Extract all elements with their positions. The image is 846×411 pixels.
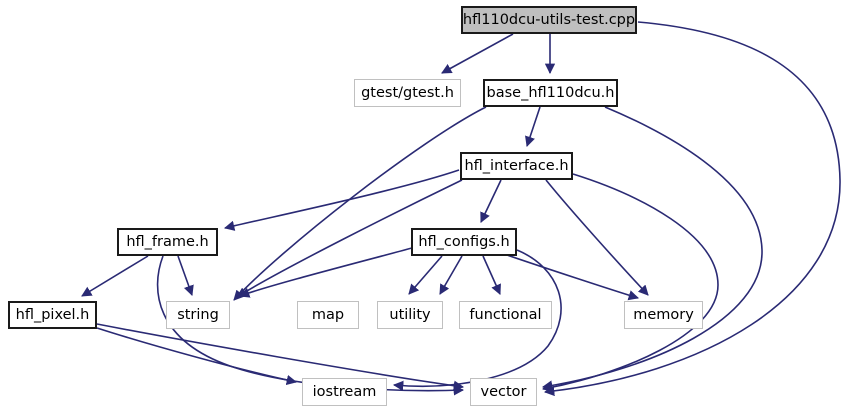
edge-root-vector bbox=[543, 21, 841, 397]
edge-configs-map bbox=[408, 255, 443, 295]
node-hfl110dcu-utils-test-cpp[interactable]: hfl110dcu-utils-test.cpp bbox=[461, 6, 637, 34]
node-gtest-gtest-h[interactable]: gtest/gtest.h bbox=[354, 79, 461, 107]
node-label: hfl110dcu-utils-test.cpp bbox=[462, 12, 636, 28]
node-string[interactable]: string bbox=[166, 301, 230, 329]
node-memory[interactable]: memory bbox=[624, 301, 703, 329]
node-label: hfl_configs.h bbox=[418, 234, 510, 250]
node-label: hfl_frame.h bbox=[126, 234, 209, 250]
node-label: memory bbox=[633, 307, 694, 323]
edge-root-gtest bbox=[441, 33, 514, 74]
node-hfl-configs-h[interactable]: hfl_configs.h bbox=[411, 228, 517, 256]
node-hfl-pixel-h[interactable]: hfl_pixel.h bbox=[8, 301, 97, 329]
node-label: vector bbox=[480, 384, 527, 400]
node-hfl-frame-h[interactable]: hfl_frame.h bbox=[117, 228, 218, 256]
edge-configs-utility bbox=[439, 255, 463, 295]
node-utility[interactable]: utility bbox=[377, 301, 443, 329]
edge-interface-vector bbox=[541, 173, 719, 393]
node-map[interactable]: map bbox=[297, 301, 359, 329]
node-hfl-interface-h[interactable]: hfl_interface.h bbox=[460, 152, 573, 180]
node-label: string bbox=[177, 307, 219, 323]
node-functional[interactable]: functional bbox=[459, 301, 552, 329]
node-base-hfl110dcu-h[interactable]: base_hfl110dcu.h bbox=[483, 79, 618, 107]
node-label: functional bbox=[469, 307, 542, 323]
edge-base-interface bbox=[525, 106, 541, 147]
edge-pixel-vector bbox=[96, 323, 465, 391]
edge-frame-pixel bbox=[81, 255, 149, 297]
edge-configs-memory bbox=[503, 253, 639, 301]
edge-pixel-iostream bbox=[96, 327, 298, 386]
edge-configs-string bbox=[239, 247, 413, 298]
edge-configs-iostream bbox=[392, 249, 562, 392]
edge-interface-string bbox=[236, 179, 463, 298]
edge-interface-memory bbox=[545, 179, 649, 296]
edge-configs-functional bbox=[482, 255, 501, 295]
edge-interface-configs bbox=[480, 179, 502, 223]
edge-frame-string bbox=[177, 255, 194, 296]
node-vector[interactable]: vector bbox=[470, 378, 537, 406]
node-label: base_hfl110dcu.h bbox=[486, 85, 615, 101]
node-label: hfl_interface.h bbox=[464, 158, 569, 174]
node-label: utility bbox=[389, 307, 431, 323]
node-label: map bbox=[311, 307, 345, 323]
node-label: hfl_pixel.h bbox=[15, 307, 90, 323]
node-label: gtest/gtest.h bbox=[361, 85, 454, 101]
node-label: iostream bbox=[312, 384, 377, 400]
edge-base-vector bbox=[541, 106, 763, 391]
node-iostream[interactable]: iostream bbox=[302, 378, 387, 406]
edge-base-string bbox=[233, 106, 487, 301]
edge-interface-frame bbox=[223, 169, 460, 231]
